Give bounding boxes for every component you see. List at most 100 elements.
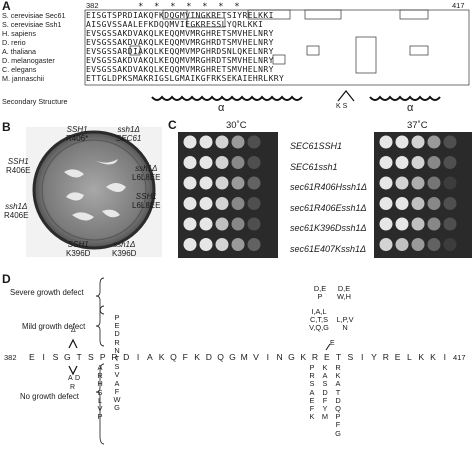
growth-spot: [411, 156, 425, 169]
sequence-residue: N: [276, 352, 283, 362]
sequence-residue: I: [42, 352, 45, 362]
growth-spot: [411, 217, 425, 231]
growth-spot: [427, 135, 441, 149]
spot-strain-label: sec61R406Essh1Δ: [290, 202, 367, 213]
growth-spot: [183, 217, 197, 231]
substitution-residue: D: [335, 395, 341, 405]
growth-spot: [379, 197, 393, 210]
sequence-row: EVSGSSAKDVAKQLKEQQMVMRGHRDTSMVHELNRY: [86, 38, 274, 47]
growth-spot: [443, 135, 457, 149]
severe-sub-r: D,E P: [313, 284, 327, 302]
substitution-residue: F: [309, 404, 315, 414]
growth-spot: [231, 217, 245, 231]
plate-strain-label: ssh1Δ R406E: [4, 202, 29, 220]
growth-spot: [231, 135, 245, 149]
species-label: A. thaliana: [2, 47, 36, 56]
substitution-residue: S: [97, 387, 103, 397]
sequence-row: EISGTSPRDIAKQFKDQGMVINGKRETSIYRELKKI: [86, 11, 274, 20]
plate-strain-label: SSH1 K396D: [66, 240, 91, 258]
growth-spot: [443, 197, 457, 210]
severe-sub-e: D,E W,H: [337, 284, 351, 302]
substitution-residue: K: [335, 371, 341, 381]
sequence-residue: E: [394, 352, 401, 362]
plate-strain-label: ssh1Δ K396D: [112, 240, 137, 258]
substitution-residue: N: [114, 345, 120, 355]
sequence-residue: R: [311, 352, 319, 362]
panel-a-end-position: 417: [452, 1, 465, 10]
sequence-residue: F: [182, 352, 188, 362]
temp-label-30: 30˚C: [226, 120, 247, 131]
substitution-residue: W: [113, 395, 121, 405]
growth-spot: [183, 176, 197, 190]
growth-spot: [183, 135, 197, 149]
substitution-residue: A: [97, 363, 103, 372]
sequence-row: AISGVSSAALEFKDQQMVIEGKRESSLYQRLKKI: [86, 20, 264, 29]
substitution-residue: R: [335, 363, 341, 372]
mild-sub-t: E: [330, 340, 335, 347]
category-brackets: [95, 277, 105, 445]
spot-strain-label: SEC61ssh1: [290, 161, 338, 172]
sequence-residue: T: [76, 352, 82, 362]
substitution-residue: H: [97, 379, 103, 389]
temp-label-37: 37˚C: [407, 120, 428, 131]
r-none-sub: R: [70, 384, 76, 391]
substitution-residue: D: [322, 387, 328, 397]
position-arrows: [68, 338, 331, 376]
growth-spot: [379, 238, 393, 251]
sequence-residue: K: [430, 352, 436, 362]
growth-spot: [199, 135, 213, 149]
species-label: D. melanogaster: [2, 56, 55, 65]
panel-d-end-position: 417: [453, 353, 466, 362]
sequence-residue: K: [158, 352, 165, 362]
substitution-residue: P: [97, 412, 103, 422]
growth-spot: [247, 238, 261, 251]
sequence-residue: L: [407, 352, 412, 362]
growth-spot: [395, 238, 409, 251]
growth-spot: [183, 156, 197, 169]
sequence-residue: E: [29, 352, 35, 362]
substitution-residue: R: [97, 371, 103, 381]
panel-b-letter: B: [2, 120, 11, 134]
sequence-residue: A: [147, 352, 153, 362]
r-none-sub: A: [68, 375, 73, 382]
growth-spot: [231, 176, 245, 190]
plate-strain-label: ssh1Δ L6L8EE: [132, 164, 161, 182]
species-label: D. rerio: [2, 38, 26, 47]
sequence-residue: R: [382, 352, 389, 362]
growth-spot: [395, 197, 409, 210]
sequence-residue: K: [300, 352, 307, 362]
substitution-residue: E: [114, 321, 120, 331]
spot-strain-label: sec61R406Hssh1Δ: [290, 182, 368, 192]
delta-mark: Δ: [71, 327, 76, 334]
growth-spot: [395, 156, 409, 169]
category-mild: Mild growth defect: [22, 322, 86, 331]
species-label: S. cerevisiae Sec61: [2, 11, 66, 20]
plate-strain-label: SSH1 R406E: [6, 157, 31, 175]
sequence-residue: G: [288, 352, 295, 362]
substitution-residue: P: [114, 313, 120, 322]
growth-spot: [231, 238, 245, 251]
species-label: C. elegans: [2, 65, 37, 74]
spot-strain-labels: SEC61SSH1 SEC61ssh1 sec61R406Hssh1Δ sec6…: [290, 136, 367, 259]
growth-spot: [411, 176, 425, 190]
spot-assay-photo: [178, 132, 472, 258]
panel-d-letter: D: [2, 272, 11, 286]
substitution-residue: K: [322, 363, 328, 372]
growth-spot: [411, 135, 425, 149]
substitution-residue: F: [335, 420, 341, 430]
substitution-residue: E: [309, 395, 315, 405]
substitution-residue: S: [322, 379, 328, 389]
spot-strain-label: sec61E407Kssh1Δ: [290, 243, 367, 254]
growth-spot: [395, 135, 409, 149]
growth-spot: [199, 176, 213, 190]
growth-spot: [379, 135, 393, 149]
sequence-residue: K: [418, 352, 425, 362]
growth-spot: [215, 135, 229, 149]
substitution-residue: F: [114, 386, 120, 396]
spot-strain-label: SEC61SSH1: [290, 141, 343, 151]
substitution-residue: V: [114, 370, 120, 380]
growth-spot: [395, 217, 409, 231]
